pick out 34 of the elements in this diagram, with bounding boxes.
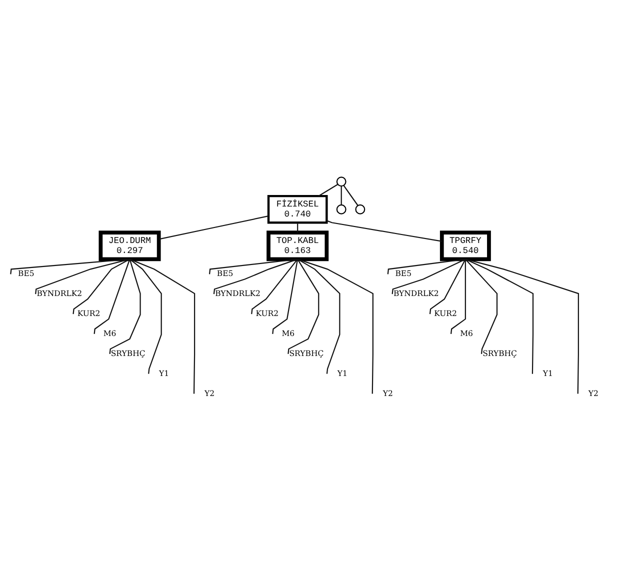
connector xyxy=(465,258,498,354)
connector xyxy=(343,185,358,206)
connector xyxy=(288,258,320,354)
connector xyxy=(251,258,298,314)
connector xyxy=(35,258,130,294)
connector xyxy=(10,258,130,274)
connector xyxy=(297,258,374,394)
node-box: FİZİKSEL 0.740 xyxy=(267,194,328,224)
connector xyxy=(94,259,130,334)
connector xyxy=(318,184,338,197)
connector xyxy=(387,258,466,274)
connector xyxy=(465,258,579,394)
node-circle xyxy=(355,204,366,214)
node-circle xyxy=(336,176,346,187)
connector xyxy=(213,258,298,294)
connector xyxy=(340,186,342,205)
connector xyxy=(129,258,162,374)
connector xyxy=(208,258,298,274)
connector xyxy=(326,220,442,242)
connector xyxy=(272,259,298,334)
connector xyxy=(109,259,141,354)
connector xyxy=(465,258,534,374)
node-box: TPGRFY 0.540 xyxy=(440,230,491,262)
connector xyxy=(450,259,466,334)
node-box: JEO.DURM 0.297 xyxy=(98,230,161,262)
node-box: TOP.KABL 0.163 xyxy=(266,230,329,262)
connector xyxy=(297,258,340,374)
node-circle xyxy=(336,204,346,214)
connector xyxy=(158,216,268,240)
connector xyxy=(297,222,298,232)
connector xyxy=(429,258,466,314)
connector xyxy=(392,258,466,294)
connector xyxy=(72,258,130,314)
connector xyxy=(130,258,196,394)
